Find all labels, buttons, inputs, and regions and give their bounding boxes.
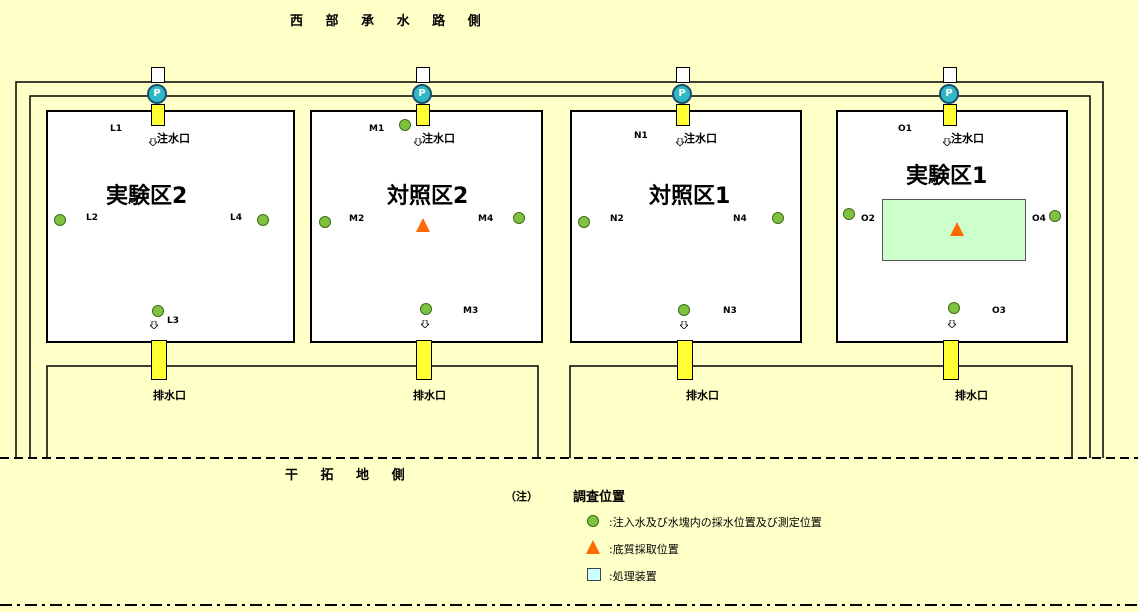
pond-title: 対照区2 bbox=[387, 184, 469, 209]
intake-pipe bbox=[676, 67, 690, 83]
legend-item-label: :注入水及び水塊内の採水位置及び測定位置 bbox=[609, 516, 822, 529]
pond-title: 実験区1 bbox=[906, 164, 988, 189]
point-label: N1 bbox=[634, 131, 648, 141]
pump-icon: P bbox=[147, 84, 167, 104]
point-label: O1 bbox=[898, 124, 912, 134]
sampling-point-icon bbox=[152, 305, 164, 317]
point-label: N4 bbox=[733, 214, 747, 224]
intake-gate bbox=[416, 104, 430, 126]
pond-experiment-2 bbox=[46, 110, 295, 343]
legend-light-blue-square-icon bbox=[587, 568, 601, 581]
drain-label: 排水口 bbox=[955, 389, 988, 402]
sampling-point-icon bbox=[399, 119, 411, 131]
drain-label: 排水口 bbox=[413, 389, 446, 402]
intake-gate bbox=[943, 104, 957, 126]
arrow-down-icon bbox=[680, 321, 688, 329]
drain-gate bbox=[151, 340, 167, 380]
sediment-point-icon bbox=[416, 218, 430, 232]
arrow-down-icon bbox=[414, 138, 422, 146]
intake-pipe bbox=[943, 67, 957, 83]
header-top-label: 西 部 承 水 路 側 bbox=[290, 14, 490, 29]
drain-gate bbox=[416, 340, 432, 380]
point-label: M2 bbox=[349, 214, 365, 224]
intake-gate bbox=[676, 104, 690, 126]
pump-icon: P bbox=[672, 84, 692, 104]
intake-label: 注水口 bbox=[422, 132, 455, 145]
sampling-point-icon bbox=[54, 214, 66, 226]
sampling-point-icon bbox=[678, 304, 690, 316]
point-label: O3 bbox=[992, 306, 1006, 316]
intake-label: 注水口 bbox=[157, 132, 190, 145]
drain-label: 排水口 bbox=[153, 389, 186, 402]
sampling-point-icon bbox=[948, 302, 960, 314]
legend-orange-triangle-icon bbox=[586, 540, 600, 554]
point-label: O4 bbox=[1032, 214, 1046, 224]
sediment-point-icon bbox=[950, 222, 964, 236]
pump-icon: P bbox=[939, 84, 959, 104]
intake-pipe bbox=[151, 67, 165, 83]
drain-gate bbox=[677, 340, 693, 380]
drain-gate bbox=[943, 340, 959, 380]
intake-pipe bbox=[416, 67, 430, 83]
intake-label: 注水口 bbox=[684, 132, 717, 145]
sampling-point-icon bbox=[578, 216, 590, 228]
point-label: L3 bbox=[167, 316, 179, 326]
arrow-down-icon bbox=[150, 321, 158, 329]
sampling-point-icon bbox=[513, 212, 525, 224]
intake-label: 注水口 bbox=[951, 132, 984, 145]
header-bottom-label: 干 拓 地 側 bbox=[285, 468, 414, 483]
point-label: M1 bbox=[369, 124, 385, 134]
legend-note: （注） bbox=[505, 490, 538, 503]
arrow-down-icon bbox=[948, 320, 956, 328]
arrow-down-icon bbox=[421, 320, 429, 328]
legend-item-label: :処理装置 bbox=[609, 570, 657, 583]
pond-title: 対照区1 bbox=[649, 184, 731, 209]
pump-icon: P bbox=[412, 84, 432, 104]
point-label: L4 bbox=[230, 213, 242, 223]
sampling-point-icon bbox=[420, 303, 432, 315]
point-label: L2 bbox=[86, 213, 98, 223]
arrow-down-icon bbox=[676, 138, 684, 146]
legend-title: 調査位置 bbox=[573, 490, 626, 505]
point-label: L1 bbox=[110, 124, 122, 134]
sampling-point-icon bbox=[319, 216, 331, 228]
arrow-down-icon bbox=[149, 138, 157, 146]
sampling-point-icon bbox=[257, 214, 269, 226]
arrow-down-icon bbox=[943, 138, 951, 146]
sampling-point-icon bbox=[843, 208, 855, 220]
drain-label: 排水口 bbox=[686, 389, 719, 402]
point-label: M3 bbox=[463, 306, 479, 316]
point-label: M4 bbox=[478, 214, 494, 224]
legend-green-circle-icon bbox=[587, 515, 599, 527]
point-label: N3 bbox=[723, 306, 737, 316]
point-label: N2 bbox=[610, 214, 624, 224]
sampling-point-icon bbox=[1049, 210, 1061, 222]
point-label: O2 bbox=[861, 214, 875, 224]
sampling-point-icon bbox=[772, 212, 784, 224]
pond-title: 実験区2 bbox=[106, 184, 188, 209]
legend-item-label: :底質採取位置 bbox=[609, 543, 679, 556]
intake-gate bbox=[151, 104, 165, 126]
